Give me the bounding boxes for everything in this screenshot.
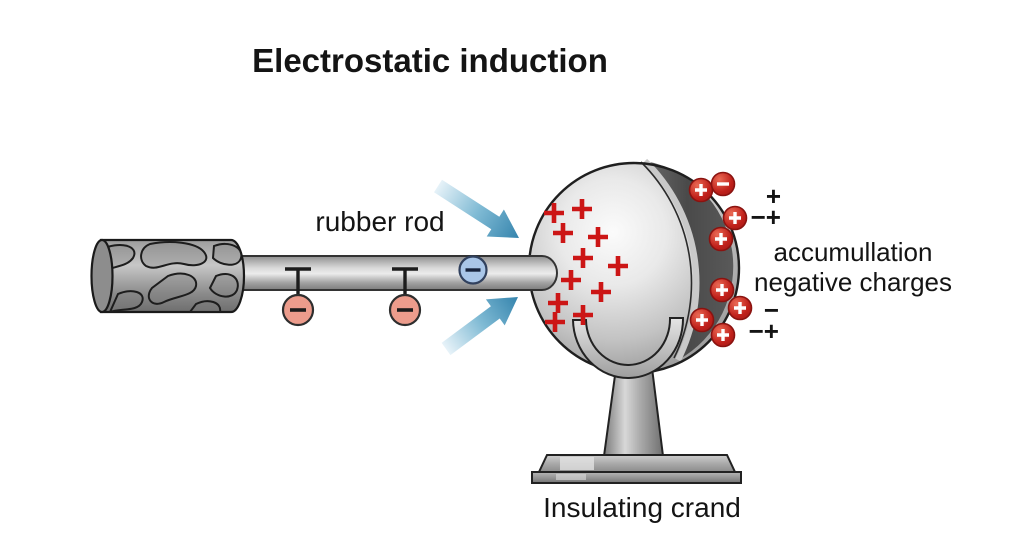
sphere-dark-crescent: [645, 161, 734, 360]
induction-arrow-top: [434, 179, 519, 238]
handle-body: [99, 238, 246, 314]
badge-sign: [734, 302, 746, 314]
sphere-rim-band: [642, 158, 700, 362]
handle-texture: [101, 241, 243, 312]
top-charge-symbol-cluster: + −+: [735, 181, 781, 232]
induced-positive-charge: [561, 270, 581, 290]
insulating-stand-label: Insulating crand: [543, 492, 741, 523]
induced-positive-charge: [608, 256, 628, 276]
sphere-induced-positive-charges: [544, 199, 628, 332]
induced-positive-charge: [588, 227, 608, 247]
cluster-line: −+: [748, 316, 779, 346]
badge-sign: [715, 233, 727, 245]
accumulation-label: accumullation negative charges: [735, 237, 971, 297]
sphere-holder-fork: [571, 317, 685, 379]
base-highlight: [560, 457, 594, 470]
induced-positive-charge: [572, 199, 592, 219]
sphere-rim-line: [640, 161, 693, 359]
charge-pin: [285, 267, 311, 295]
rubber-rod-label: rubber rod: [315, 206, 445, 237]
rod-surface-charge: [458, 255, 488, 285]
badge-sign: [717, 329, 729, 341]
badge-sign: [729, 212, 741, 224]
rubber-rod: [239, 255, 558, 291]
insulating-stand: [531, 367, 742, 484]
hanging-negative-charges: [281, 267, 422, 327]
induced-positive-charge: [548, 293, 568, 313]
base-highlight: [556, 474, 586, 480]
badge-sign: [696, 314, 708, 326]
induced-positive-charge: [545, 312, 565, 332]
badge-sign: [716, 284, 728, 296]
induced-positive-charge: [591, 282, 611, 302]
induced-positive-charge: [573, 305, 593, 325]
cluster-line: +: [765, 181, 781, 211]
cluster-line: −+: [750, 202, 781, 232]
accumulation-line2: negative charges: [753, 267, 953, 297]
charge-pin: [392, 267, 418, 295]
bottom-charge-symbol-cluster: − −+: [733, 295, 779, 346]
induced-positive-charge: [573, 248, 593, 268]
badge-sign: [695, 184, 707, 196]
stand-stem: [602, 367, 665, 457]
stand-base-bottom: [531, 471, 742, 484]
accumulation-line1: accumullation: [773, 237, 933, 267]
sphere-rim-charge-badges: [688, 171, 753, 348]
induced-positive-charge: [544, 203, 564, 223]
induced-positive-charge: [553, 223, 573, 243]
page-title: Electrostatic induction: [252, 42, 608, 79]
induction-arrow-bottom: [441, 297, 518, 356]
handle-end-cap: [90, 238, 114, 314]
cluster-line: −: [763, 295, 779, 325]
rod-handle: [90, 238, 246, 314]
